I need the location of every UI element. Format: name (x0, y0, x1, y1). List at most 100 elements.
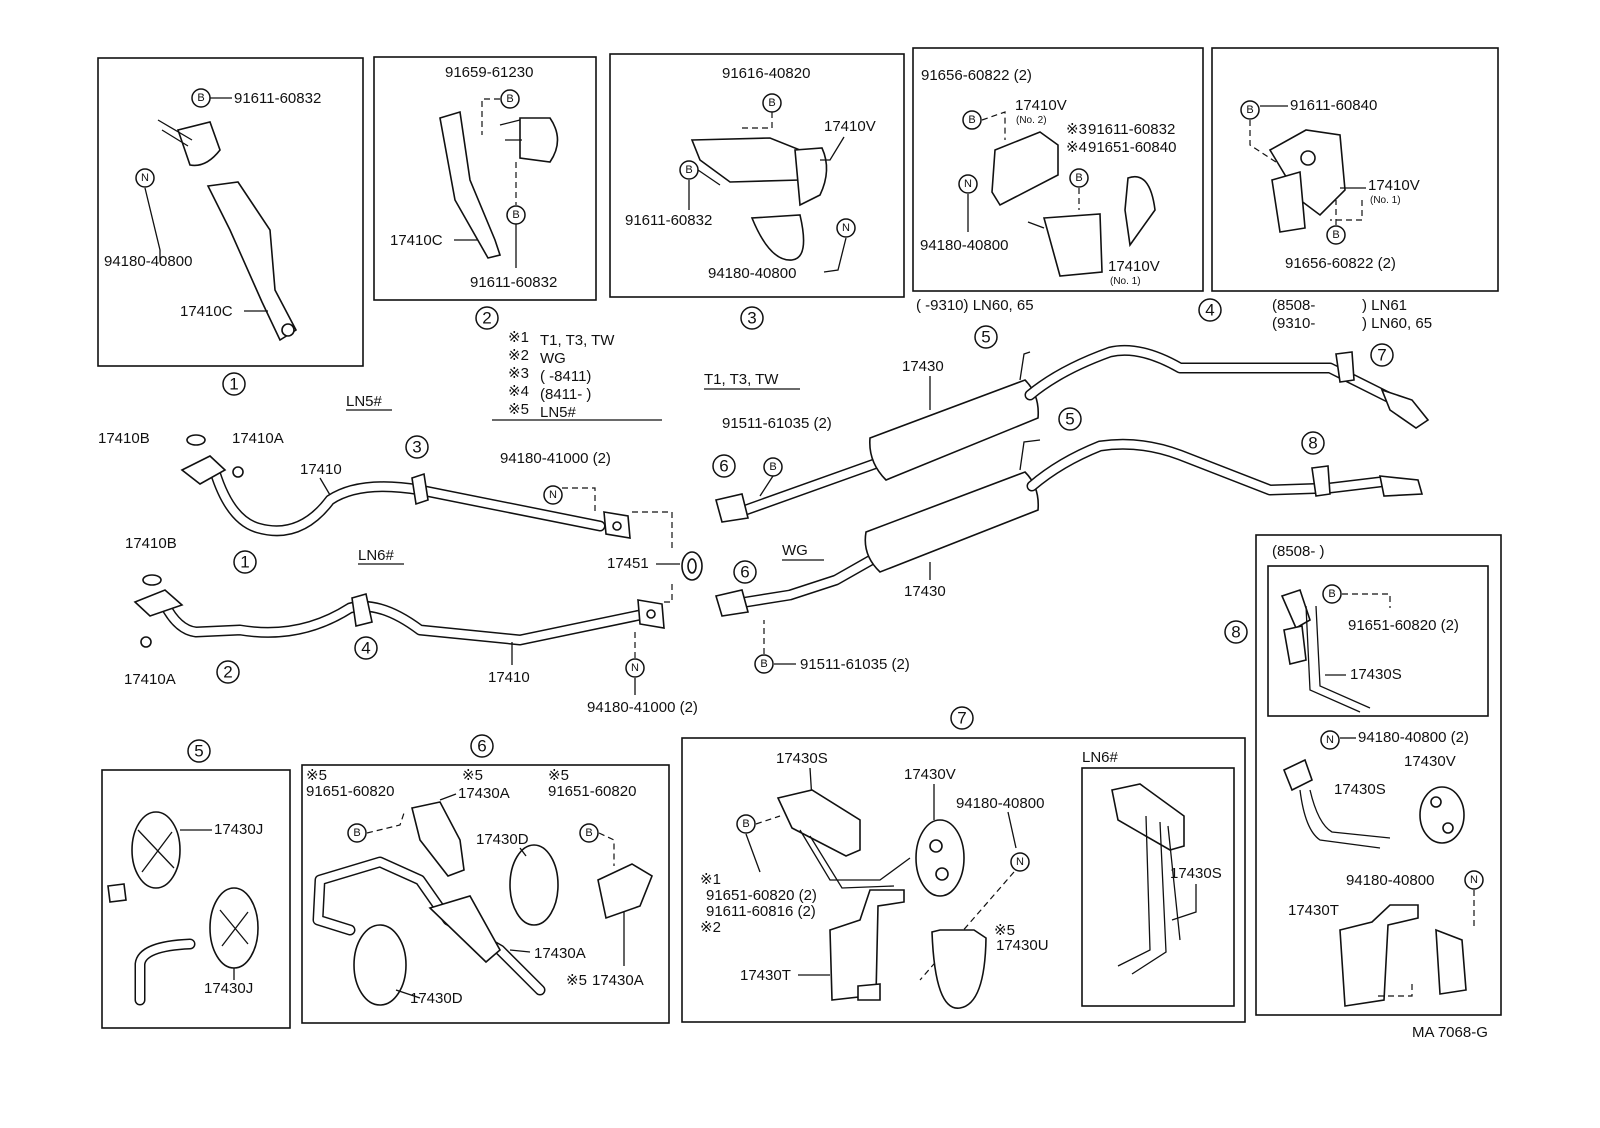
label-17430S: 17430S (776, 750, 828, 767)
svg-text:6: 6 (719, 457, 728, 476)
label-17410A: 17410A (124, 671, 176, 688)
label-17430U: 17430U (996, 937, 1049, 954)
svg-text:(No. 2): (No. 2) (1016, 115, 1047, 126)
flange (180, 455, 227, 485)
svg-text:6: 6 (477, 737, 486, 756)
svg-text:B: B (768, 97, 775, 109)
detail-box-3: 91616-40820 B 17410V B 91611-60832 N 941… (609, 53, 905, 298)
ref-4: 4 (354, 636, 378, 660)
ref-7-upper: 7 (1370, 343, 1394, 367)
range-9310: (9310- (1272, 315, 1315, 332)
svg-text:4: 4 (1205, 301, 1214, 320)
label-17410V: 17410V (824, 118, 876, 135)
detail-box-1: B 91611-60832 N 94180-40800 17410C (97, 57, 364, 367)
label-17410V-no1: 17410V (1108, 258, 1160, 275)
label-17430T: 17430T (1288, 902, 1339, 919)
label-ln6-detail: LN6# (1082, 749, 1119, 766)
svg-text:N: N (1016, 856, 1024, 868)
svg-text:N: N (964, 178, 972, 190)
detail-box-5: 17430J 17430J (101, 769, 291, 1029)
bracket (690, 137, 801, 183)
label-91651-60820-2: 91651-60820 (2) (706, 887, 817, 904)
svg-text:7: 7 (1377, 346, 1386, 365)
label-91659-61230: 91659-61230 (445, 64, 533, 81)
svg-text:B: B (742, 818, 749, 830)
ref-5-upper: 5 (974, 325, 998, 349)
hanger-17430V (915, 819, 965, 897)
label-17410: 17410 (300, 461, 342, 478)
svg-text:( -8411): ( -8411) (540, 368, 591, 385)
svg-text:3: 3 (412, 438, 421, 457)
svg-text:N: N (141, 172, 149, 184)
svg-text:※4: ※4 (1066, 139, 1087, 156)
svg-text:※2: ※2 (700, 919, 721, 936)
label-94180-40800-2: 94180-40800 (2) (1358, 729, 1469, 746)
svg-text:(8411- ): (8411- ) (540, 386, 591, 403)
svg-text:N: N (1326, 734, 1334, 746)
svg-text:※3: ※3 (508, 365, 529, 382)
svg-text:※2: ※2 (508, 347, 529, 364)
label-91611-60832: 91611-60832 (1088, 121, 1175, 138)
muffler-17430 (869, 379, 1040, 481)
svg-text:) LN61: ) LN61 (1362, 297, 1407, 314)
detail-box-4: 91656-60822 (2) B 17410V (No. 2) ※3 9161… (912, 47, 1204, 292)
label-17430: 17430 (902, 358, 944, 375)
ref-6-lower: 6 (733, 560, 757, 584)
label-17430A: 17430A (534, 945, 586, 962)
svg-text:5: 5 (1065, 410, 1074, 429)
tailpipe-lower (714, 438, 1424, 617)
svg-text:※5: ※5 (994, 922, 1015, 939)
svg-text:B: B (353, 827, 360, 839)
label-ln5: LN5# (346, 393, 383, 410)
label-17410C: 17410C (180, 303, 233, 320)
label-91651-60840: 91651-60840 (1088, 139, 1176, 156)
muffler-17430 (864, 471, 1040, 573)
label-17410: 17410 (488, 669, 530, 686)
label-91651-60820: 91651-60820 (548, 783, 636, 800)
svg-text:※4: ※4 (508, 383, 529, 400)
label-91611-60840: 91611-60840 (1290, 97, 1377, 114)
ref-2-box: 2 (475, 306, 499, 330)
bracket-no2 (991, 131, 1059, 207)
label-94180-40800: 94180-40800 (920, 237, 1008, 254)
detail-box-2: 91659-61230 B 17410C B 91611-60832 (373, 56, 597, 301)
label-17410C: 17410C (390, 232, 443, 249)
svg-text:6: 6 (740, 563, 749, 582)
hanger-17430D (353, 924, 407, 1006)
hanger-17430D (509, 844, 559, 926)
bracket-17430S (1111, 783, 1185, 851)
clamp-17430U (931, 929, 987, 1009)
label-94180-41000-bottom: 94180-41000 (2) (587, 699, 698, 716)
svg-text:B: B (506, 93, 513, 105)
ref-6-box: 6 (470, 734, 494, 758)
svg-text:N: N (549, 489, 557, 501)
svg-text:N: N (842, 222, 850, 234)
svg-text:B: B (512, 209, 519, 221)
bracket-17410C (206, 181, 298, 342)
svg-text:B: B (197, 92, 204, 104)
svg-text:5: 5 (981, 328, 990, 347)
ref-3: 3 (405, 435, 429, 459)
ref-8-box: 8 (1224, 620, 1248, 644)
clamp-part (176, 121, 221, 167)
clamp-no1 (1042, 213, 1103, 277)
label-91511-61035: 91511-61035 (2) (800, 656, 910, 673)
label-94180-40800: 94180-40800 (1346, 872, 1434, 889)
svg-text:4: 4 (361, 639, 370, 658)
box-4-range: ( -9310) LN60, 65 (916, 297, 1034, 314)
svg-text:B: B (1328, 588, 1335, 600)
svg-text:B: B (1075, 172, 1082, 184)
ref-8-upper: 8 (1301, 431, 1325, 455)
label-17410V-no1: 17410V (1368, 177, 1420, 194)
label-17430D: 17430D (410, 990, 463, 1007)
front-pipe-ln5 (180, 455, 631, 539)
label-17430V: 17430V (1404, 753, 1456, 770)
ref-4-box: 4 (1198, 298, 1222, 322)
bracket-17430S (776, 789, 861, 857)
hanger-17430V (1419, 786, 1465, 844)
svg-text:LN5#: LN5# (540, 404, 577, 421)
svg-text:N: N (1470, 874, 1478, 886)
detail-box-7-upper: B 91611-60840 17410V (No. 1) B 91656-608… (1211, 47, 1499, 292)
label-94180-40800: 94180-40800 (708, 265, 796, 282)
